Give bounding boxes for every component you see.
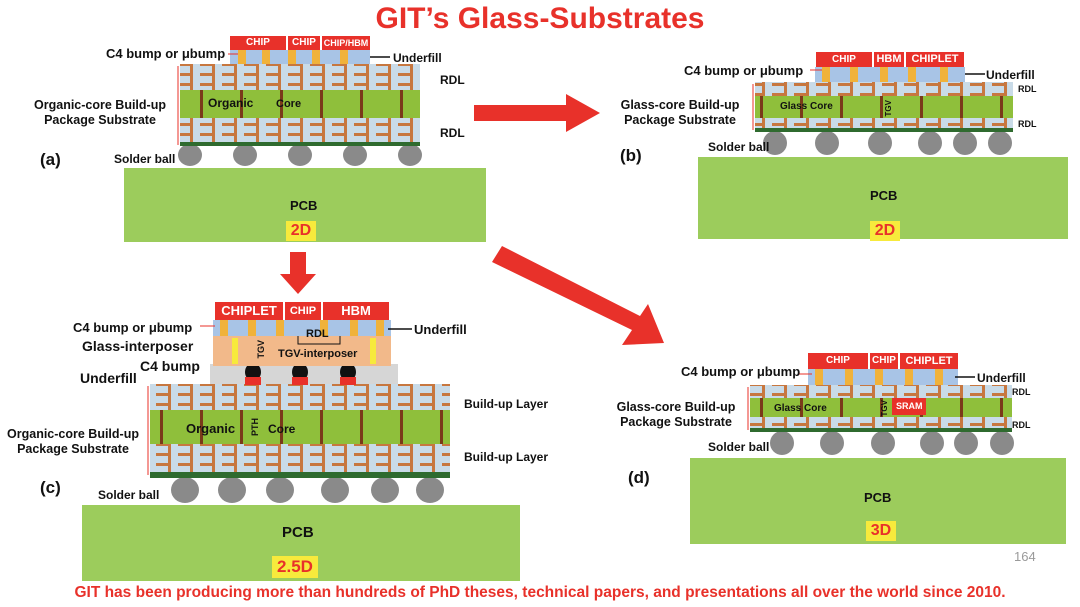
panel-d-sram-label: SRAM xyxy=(896,401,923,411)
panel-c-underfill-label: Underfill xyxy=(414,322,467,337)
panel-b-solder-label: Solder ball xyxy=(708,140,770,154)
panel-d-underfill-label: Underfill xyxy=(977,371,1026,385)
panel-b-badge: 2D xyxy=(870,221,900,241)
arrow-a-to-d xyxy=(492,246,664,345)
panel-d-chip-2: CHIP xyxy=(870,353,898,369)
panel-d-tgv-label: TGV xyxy=(880,400,889,417)
panel-b-underfill-label: Underfill xyxy=(986,68,1035,82)
panel-a-chip-2: CHIP xyxy=(288,36,320,50)
panel-a-bump-label: C4 bump or μbump xyxy=(106,46,226,61)
panel-a-substrate-label: Organic-core Build-up Package Substrate xyxy=(34,98,166,127)
panel-a-badge: 2D xyxy=(286,221,316,241)
footer-note: GIT has been producing more than hundred… xyxy=(74,584,1006,601)
panel-c-chip-1: CHIPLET xyxy=(215,302,283,320)
panel-d-rdl-bottom-label: RDL xyxy=(1012,420,1031,430)
panel-d-core-label: Glass Core xyxy=(774,403,827,414)
panel-b-substrate-label: Glass-core Build-up Package Substrate xyxy=(620,98,740,127)
panel-d-graphic xyxy=(690,369,1066,544)
panel-b-pcb-label: PCB xyxy=(870,188,898,203)
panel-c-bump-label: C4 bump or μbump xyxy=(73,320,193,335)
panel-d-label: (d) xyxy=(628,468,650,487)
panel-b-label: (b) xyxy=(620,146,642,165)
arrow-a-to-b xyxy=(474,94,600,132)
panel-c-glass-interposer-label: Glass-interposer xyxy=(82,338,194,354)
panel-c-graphic xyxy=(82,320,520,581)
panel-a-core-right-label: Core xyxy=(276,98,302,110)
page-title: GIT’s Glass-Substrates xyxy=(375,2,705,35)
panel-a-graphic xyxy=(124,50,486,242)
panel-c-badge: 2.5D xyxy=(272,556,318,578)
panel-a-buildup-bottom xyxy=(180,118,420,142)
panel-c-buildup-bottom-label: Build-up Layer xyxy=(464,450,549,464)
panel-a-solder-label: Solder ball xyxy=(114,152,176,166)
panel-c-core-left-label: Organic xyxy=(186,421,236,436)
panel-c-chip-3: HBM xyxy=(323,302,389,320)
panel-b-bump-label: C4 bump or μbump xyxy=(684,63,804,78)
panel-c-rdl-label: RDL xyxy=(306,328,329,340)
panel-a-solder-balls xyxy=(178,144,422,166)
panel-d-pcb-label: PCB xyxy=(864,490,892,505)
panel-a-label: (a) xyxy=(40,150,61,169)
panel-b-tgv-label: TGV xyxy=(884,100,893,117)
panel-a-rdl-top-label: RDL xyxy=(440,73,465,87)
panel-a-pcb-label: PCB xyxy=(290,198,318,213)
panel-c-underfill2-label: Underfill xyxy=(80,370,137,386)
panel-b-rdl-bottom-label: RDL xyxy=(1018,119,1037,129)
panel-d-rdl-top-label: RDL xyxy=(1012,387,1031,397)
panel-c-tgv-interposer-label: TGV-interposer xyxy=(278,348,358,360)
panel-d-chip-3: CHIPLET xyxy=(900,353,958,369)
panel-d-chip-1: CHIP xyxy=(808,353,868,369)
panel-c-label: (c) xyxy=(40,478,61,497)
panel-a-buildup-top xyxy=(180,64,420,90)
panel-d-bump-label: C4 bump or μbump xyxy=(681,364,801,379)
page-number: 164 xyxy=(1014,549,1036,564)
panel-a-core-left-label: Organic xyxy=(208,96,254,110)
panel-b-graphic xyxy=(698,67,1068,239)
panel-c-glass-interposer xyxy=(213,336,391,366)
panel-c-solder-label: Solder ball xyxy=(98,488,160,502)
panel-d-badge: 3D xyxy=(866,521,896,541)
panel-c-buildup-top-label: Build-up Layer xyxy=(464,397,549,411)
panel-a-chip-3: CHIP/HBM xyxy=(322,36,370,50)
panel-b-chip-1: CHIP xyxy=(816,52,872,67)
panel-a-rdl-bottom-label: RDL xyxy=(440,126,465,140)
arrow-a-to-c xyxy=(280,252,316,294)
panel-a-organic-core xyxy=(180,90,420,118)
panel-b-rdl-top-label: RDL xyxy=(1018,84,1037,94)
panel-a-chip-1: CHIP xyxy=(230,36,286,50)
panel-b-chip-3: CHIPLET xyxy=(906,52,964,67)
panel-c-tgv-label: TGV xyxy=(256,340,266,359)
panel-c-pth-label: PTH xyxy=(250,418,260,436)
panel-c-substrate-label: Organic-core Build-up Package Substrate xyxy=(7,427,139,456)
panel-c-c4-bump-label: C4 bump xyxy=(140,358,200,374)
panel-d-substrate-label: Glass-core Build-up Package Substrate xyxy=(616,400,736,429)
panel-b-chip-2: HBM xyxy=(874,52,904,67)
panel-c-chip-2: CHIP xyxy=(285,302,321,320)
panel-b-core-label: Glass Core xyxy=(780,101,833,112)
panel-d-solder-label: Solder ball xyxy=(708,440,770,454)
panel-a-underfill-label: Underfill xyxy=(393,51,442,65)
panel-c-core-right-label: Core xyxy=(268,422,296,436)
panel-c-pcb-label: PCB xyxy=(282,524,314,541)
